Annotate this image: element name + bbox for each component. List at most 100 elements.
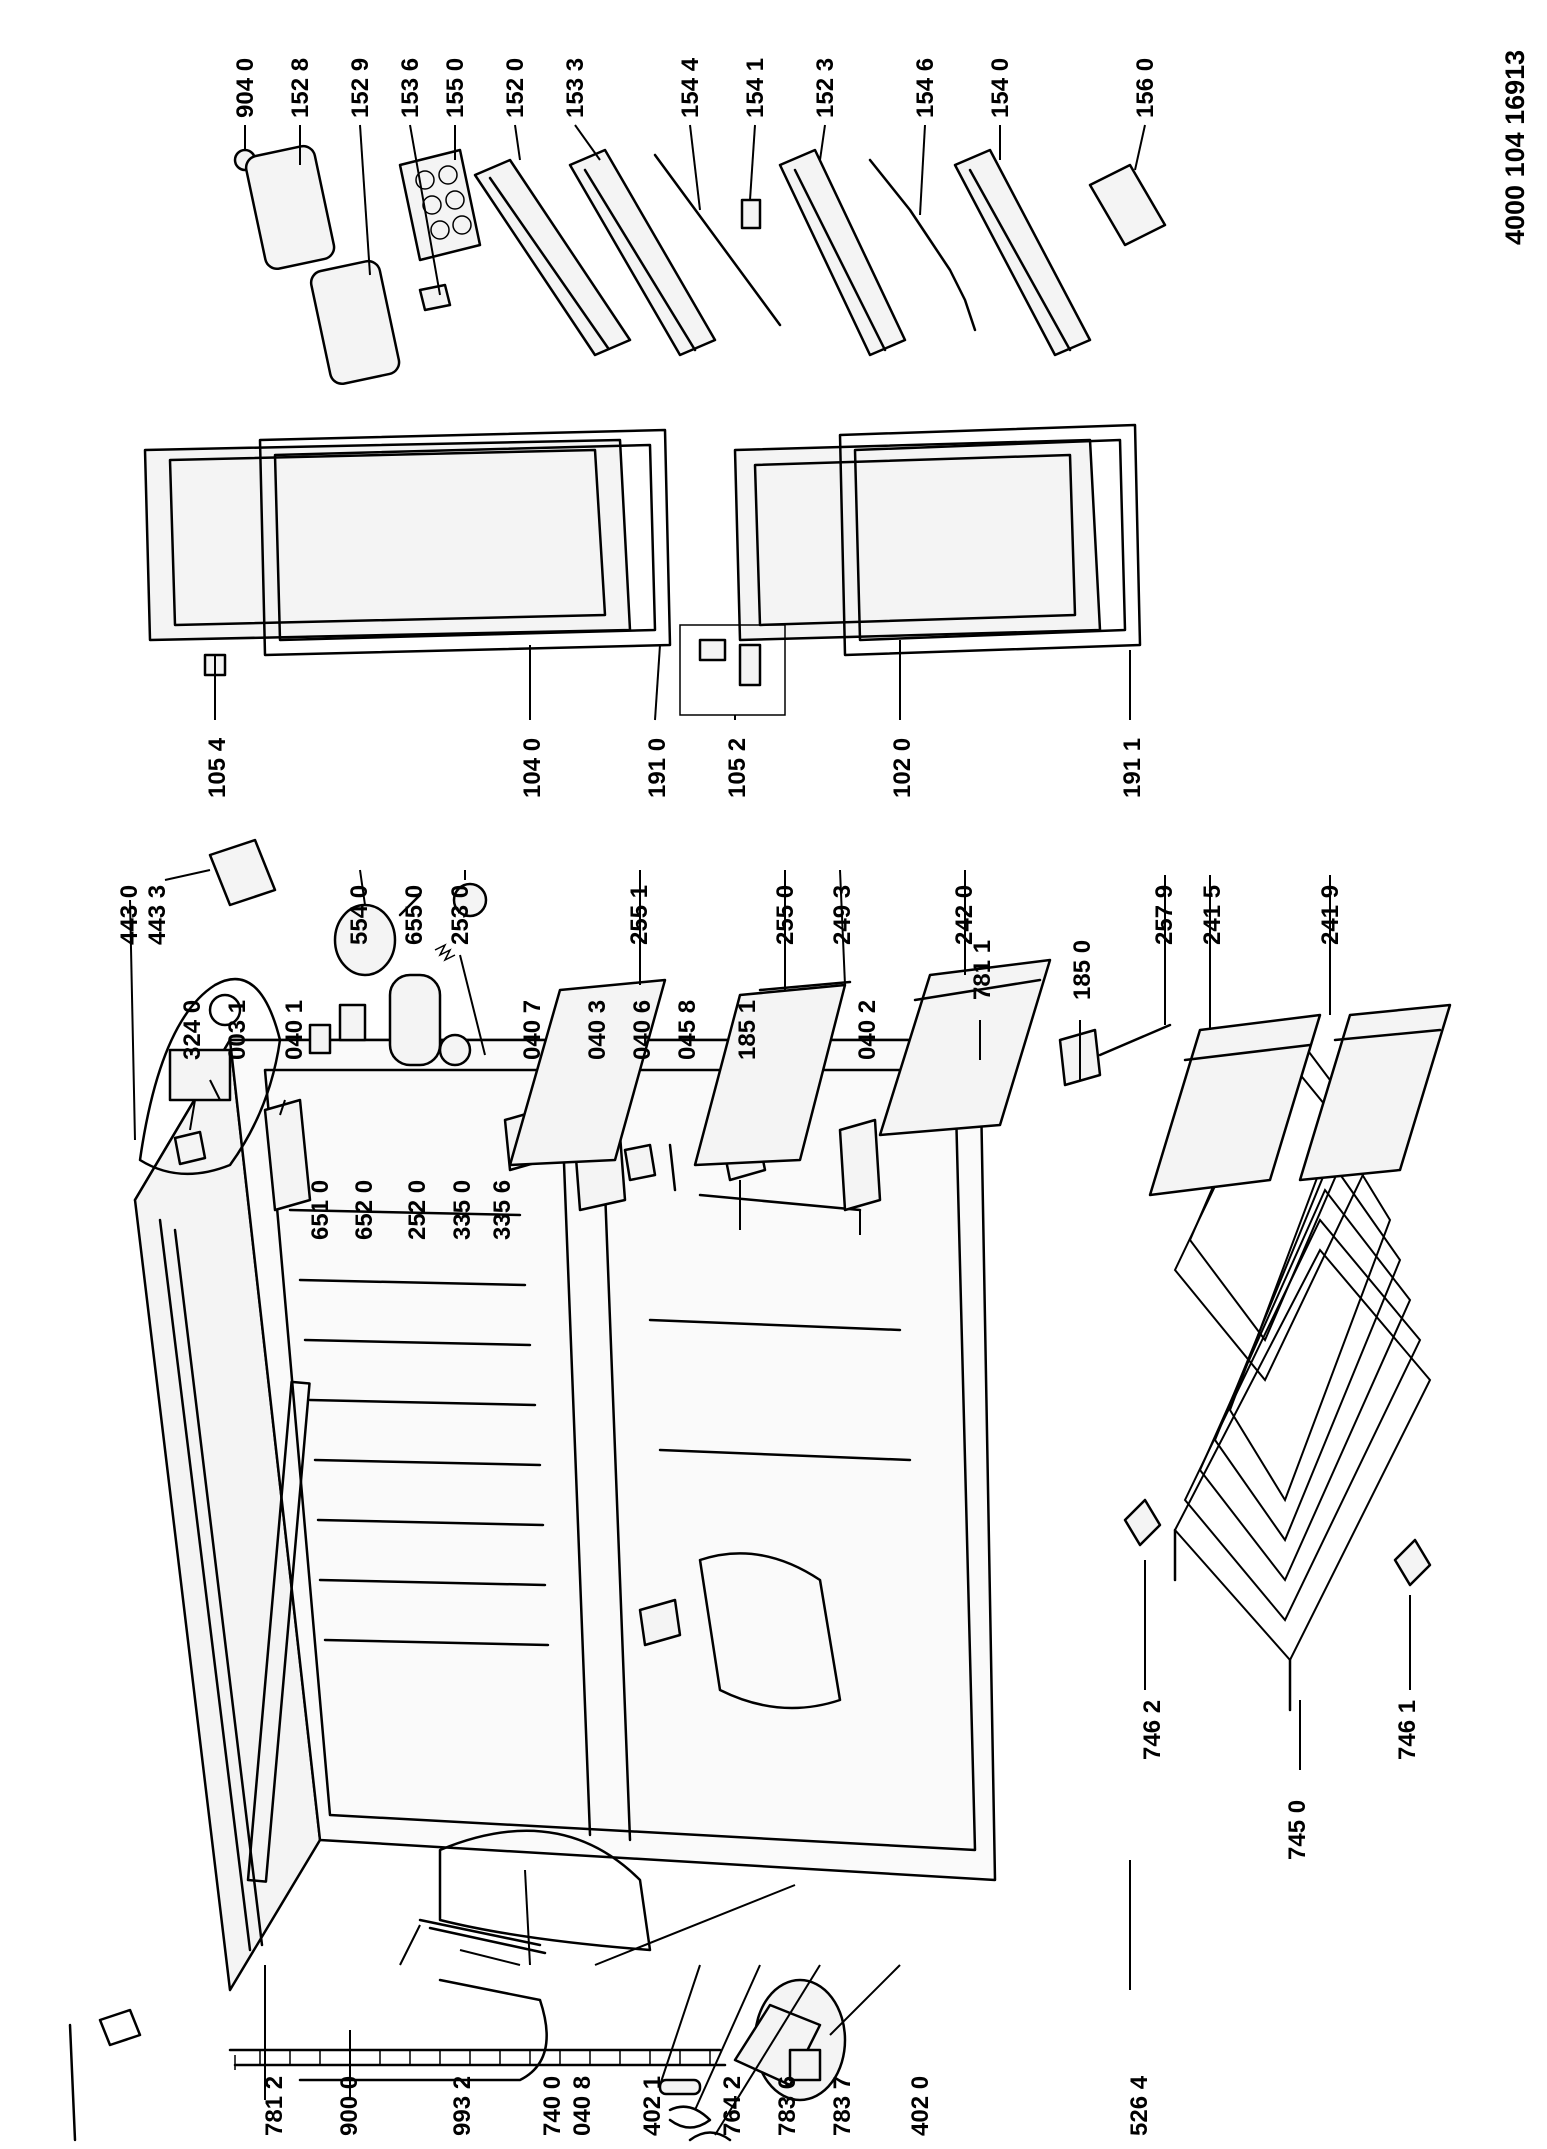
part-label: 554 0: [346, 885, 373, 945]
part-label: 252 0: [404, 1180, 431, 1240]
part-label: 154 1: [742, 58, 769, 118]
part-label: 242 0: [951, 885, 978, 945]
part-labels: 781 2 900 0 993 2 740 0 040 8 402 1 764 …: [116, 57, 1421, 2136]
part-label: 040 8: [569, 2076, 596, 2136]
part-label: 253 0: [447, 885, 474, 945]
switch-652-0: [338, 1003, 367, 1042]
part-label: 003 1: [224, 1000, 251, 1060]
hinge-040-6: [623, 1143, 657, 1182]
part-label: 746 1: [1394, 1700, 1421, 1760]
part-label: 040 1: [281, 1000, 308, 1060]
crisper-242-0: [878, 958, 1052, 1137]
part-label: 402 1: [639, 2076, 666, 2136]
part-label: 526 4: [1126, 2075, 1153, 2136]
spring-335-6: [434, 943, 456, 962]
document-number: 4000 104 16913: [1500, 50, 1530, 245]
bin-154-0: [953, 148, 1092, 357]
part-label: 745 0: [1284, 1800, 1311, 1860]
clip-154-1: [740, 198, 762, 230]
gasket-191-0: [258, 428, 672, 657]
part-label: 045 8: [674, 1000, 701, 1060]
part-label: 335 0: [449, 1180, 476, 1240]
part-label: 255 1: [626, 885, 653, 945]
hinge-040-1: [263, 1098, 312, 1212]
bracket-040-8: [638, 1598, 682, 1647]
part-label: 402 0: [907, 2076, 934, 2136]
part-label: 154 4: [677, 57, 704, 118]
part-label: 191 0: [644, 738, 671, 798]
part-label: 105 4: [204, 737, 231, 798]
retainer-154-6: [868, 158, 977, 332]
support-746-2: [1123, 1498, 1162, 1547]
part-label: 154 0: [987, 58, 1014, 118]
part-label: 904 0: [232, 58, 259, 118]
part-label: 105 2: [724, 738, 751, 798]
bin-152-8: [244, 144, 336, 271]
part-label: 040 2: [854, 1000, 881, 1060]
egg-holder-155-0: [398, 148, 482, 262]
part-label: 156 0: [1132, 58, 1159, 118]
part-label: 155 0: [442, 58, 469, 118]
part-label: 746 2: [1139, 1700, 1166, 1760]
cabinet-back-area: [228, 1978, 727, 2082]
clip-153-6: [418, 283, 452, 312]
part-label: 783 6: [774, 2076, 801, 2136]
part-label: 185 1: [734, 1000, 761, 1060]
part-label: 241 5: [1199, 885, 1226, 945]
part-label: 781 2: [261, 2076, 288, 2136]
part-label: 740 0: [539, 2076, 566, 2136]
part-label: 249 3: [829, 885, 856, 945]
part-label: 443 0: [116, 885, 143, 945]
part-label: 993 2: [449, 2076, 476, 2136]
part-label: 102 0: [889, 738, 916, 798]
wire-783-7: [688, 2131, 732, 2142]
ice-tray-156-0: [1088, 163, 1167, 247]
part-label: 900 0: [336, 2076, 363, 2136]
support-746-1: [1393, 1538, 1432, 1587]
part-label: 152 3: [812, 58, 839, 118]
part-label: 152 0: [502, 58, 529, 118]
part-label: 335 6: [489, 1180, 516, 1240]
part-label: 651 0: [307, 1180, 334, 1240]
compressor-assembly: [733, 1978, 847, 2102]
bin-153-3: [568, 148, 717, 357]
drain-tube-781-2: [68, 2023, 77, 2142]
part-label: 104 0: [519, 738, 546, 798]
hinge-324-0: [173, 1130, 207, 1166]
handle-105-2: [679, 624, 786, 716]
part-label: 153 6: [397, 58, 424, 118]
bulb-655-0: [398, 893, 422, 917]
part-label: 154 6: [912, 58, 939, 118]
part-label: 152 8: [287, 58, 314, 118]
bin-152-3: [778, 148, 907, 357]
part-label: 040 7: [519, 1000, 546, 1060]
bar-154-4: [653, 153, 782, 327]
drawer-241-9: [1298, 1003, 1452, 1182]
shelf-255-1: [508, 978, 667, 1167]
part-label: 443 3: [144, 885, 171, 945]
light-box-443-0: [138, 977, 282, 1176]
cover-443-3: [208, 838, 277, 907]
part-label: 781 1: [969, 940, 996, 1000]
pin-045-8: [668, 1143, 677, 1192]
part-label: 153 3: [562, 58, 589, 118]
part-label: 191 1: [1119, 738, 1146, 798]
evaporator-992-2: [418, 1918, 547, 1955]
part-label: 655 0: [401, 885, 428, 945]
drawer-241-5: [1148, 1013, 1322, 1197]
capillary-764-2: [658, 2078, 702, 2096]
housing-252-0: [388, 973, 442, 1067]
switch-651-0: [308, 1023, 332, 1055]
bin-152-0: [473, 158, 632, 357]
hinge-040-2: [838, 1118, 882, 1212]
gasket-191-1: [838, 423, 1142, 657]
part-label: 255 0: [772, 885, 799, 945]
leader-lines: [129, 124, 1411, 2136]
door-104-0: [143, 438, 632, 642]
cap-253-0: [452, 882, 488, 918]
rail-257-9: [1098, 1023, 1172, 1057]
part-label: 241 9: [1317, 885, 1344, 945]
part-label: 652 0: [351, 1180, 378, 1240]
part-label: 764 2: [719, 2076, 746, 2136]
